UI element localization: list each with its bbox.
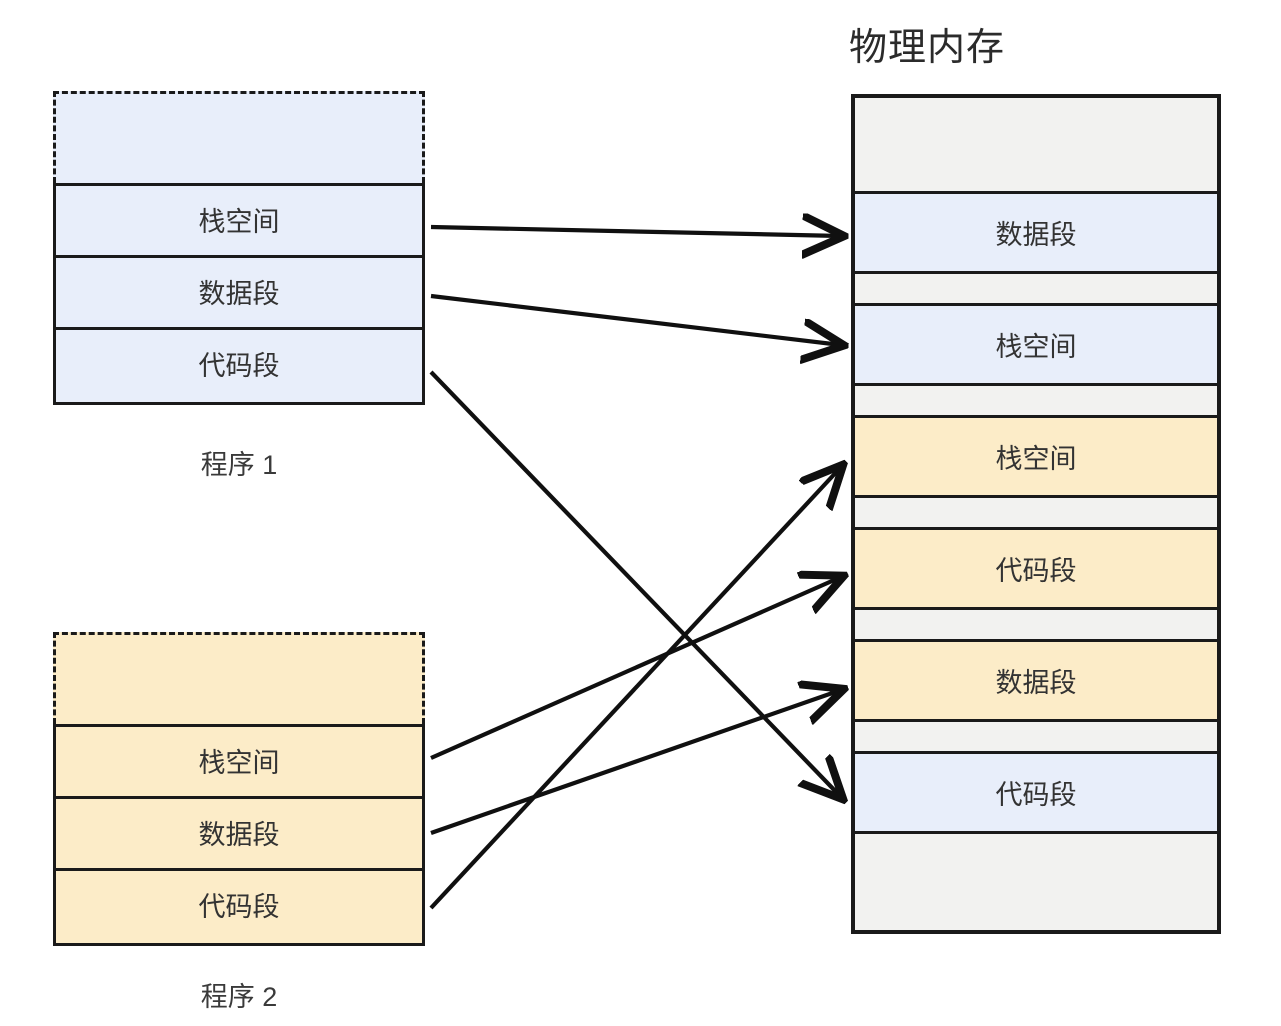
physical-memory-segment-program1-1: 数据段 (855, 194, 1217, 274)
physical-memory-segment-program2-9: 数据段 (855, 642, 1217, 722)
physical-memory-free-0 (855, 98, 1217, 194)
physical-memory-free-8 (855, 610, 1217, 642)
arrow-p2-code-to-phys-stack (429, 467, 841, 910)
physical-memory-segment-label: 数据段 (995, 220, 1077, 250)
arrow-p1-code-to-phys-code (429, 370, 841, 797)
program-1-segment-stack: 栈空间 (56, 186, 422, 258)
physical-memory-segment-label: 代码段 (995, 780, 1077, 810)
program-2-segment-data: 数据段 (56, 799, 422, 871)
physical-memory-free-12 (855, 834, 1217, 930)
arrow-p1-stack-to-phys-data (430, 227, 841, 236)
physical-memory-free-6 (855, 498, 1217, 530)
program-2-block: 栈空间 数据段 代码段 (53, 632, 425, 946)
physical-memory-segment-label: 栈空间 (995, 332, 1077, 362)
program-2-caption: 程序 2 (200, 982, 278, 1012)
arrow-p1-data-to-phys-stack (430, 293, 841, 345)
program-1-segment-code: 代码段 (56, 330, 422, 402)
program-1-block: 栈空间 数据段 代码段 (53, 91, 425, 405)
physical-memory-free-10 (855, 722, 1217, 754)
program-1-segment-data: 数据段 (56, 258, 422, 330)
physical-memory-segment-program1-3: 栈空间 (855, 306, 1217, 386)
physical-memory-segment-label: 数据段 (995, 668, 1077, 698)
physical-memory-segment-program2-7: 代码段 (855, 530, 1217, 610)
physical-memory-segment-label: 代码段 (995, 556, 1077, 586)
program-2-unused-region (53, 632, 425, 724)
program-2-segment-code: 代码段 (56, 871, 422, 943)
physical-memory-free-4 (855, 386, 1217, 418)
physical-memory-segment-program1-11: 代码段 (855, 754, 1217, 834)
physical-memory-free-2 (855, 274, 1217, 306)
program-2-segment-stack: 栈空间 (56, 727, 422, 799)
physical-memory-block: 数据段栈空间栈空间代码段数据段代码段 (851, 94, 1221, 934)
arrow-p2-stack-to-phys-code (430, 577, 841, 760)
program-1-unused-region (53, 91, 425, 183)
arrow-p2-data-to-phys-data (430, 690, 841, 835)
physical-memory-segment-program2-5: 栈空间 (855, 418, 1217, 498)
physical-memory-title: 物理内存 (849, 27, 1006, 69)
physical-memory-segment-label: 栈空间 (995, 444, 1077, 474)
program-1-caption: 程序 1 (200, 450, 278, 480)
